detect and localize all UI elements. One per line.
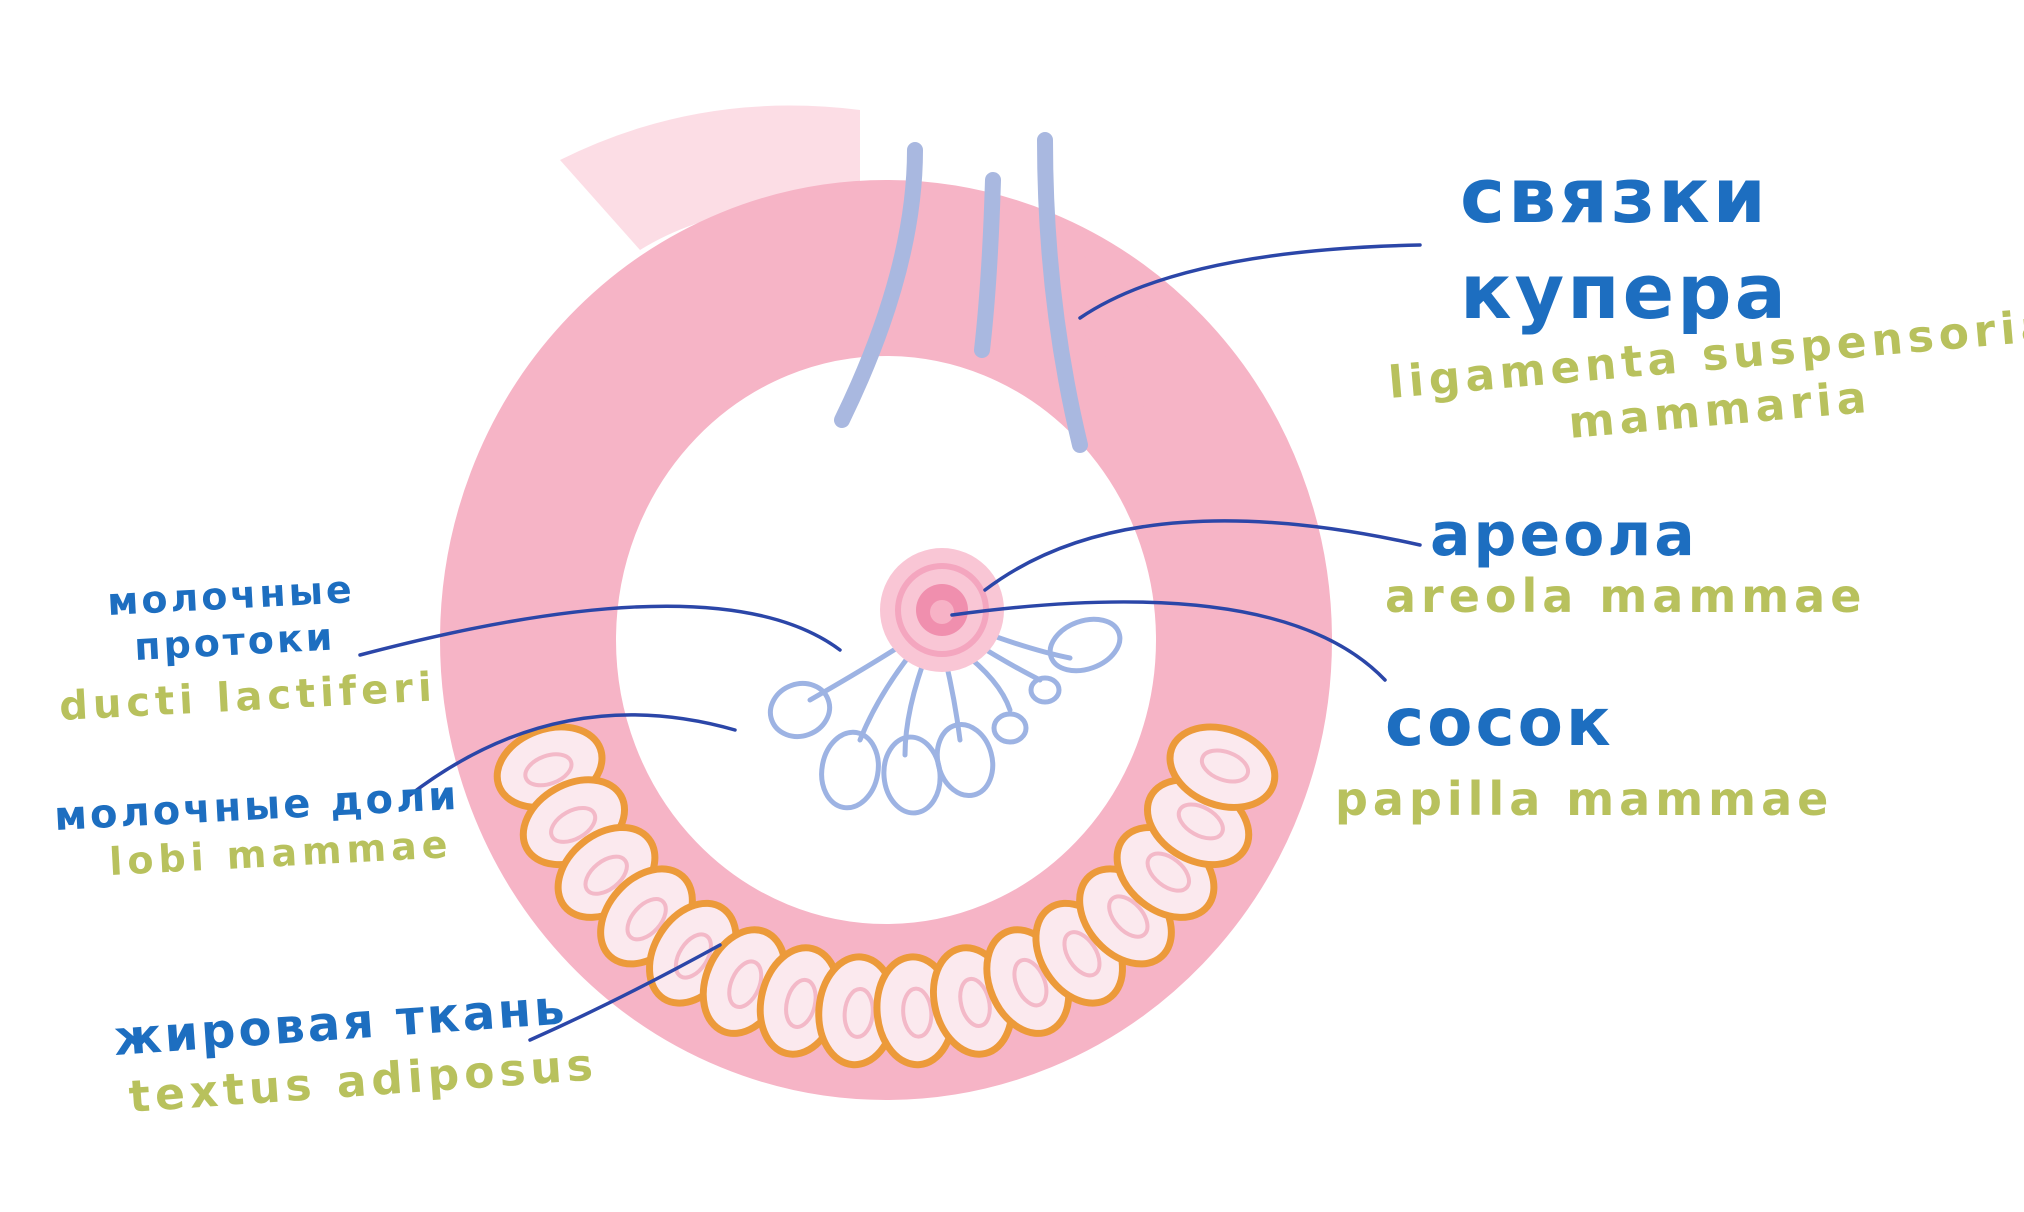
leader-nipple [950,600,1387,682]
label-areola-ru: ареола [1430,500,1698,570]
leader-lobes [408,713,737,797]
cooper-ligaments [834,132,1088,453]
lobule-4 [934,722,996,798]
fat-lobule-core [673,932,713,980]
fat-lobule-core [1012,957,1049,1008]
label-areola-lat: areola mammae [1385,569,1866,623]
label-nipple-ru: сосок [1385,684,1614,761]
label-ducts-lat: ducti lactiferi [58,664,438,730]
fat-lobule-core [1145,851,1191,893]
fat-lobule-core [549,805,598,844]
fat-lobule-core [784,977,818,1029]
areola-nipple [880,548,1004,672]
ligament-left [834,142,923,428]
fat-lobule-core [842,987,875,1039]
fat-lobule-core [625,897,668,942]
label-ducts-ru-2: протоки [133,615,336,669]
nipple-center [930,600,954,624]
fat-lobule-core [1062,930,1102,978]
fat-tissue [493,723,1279,1069]
fat-lobule-outline [1166,723,1279,811]
ligament-middle [974,172,1001,358]
lobule-5 [991,711,1029,745]
leader-cooper [1078,243,1422,320]
fat-lobule-core [727,959,764,1009]
leader-lines [358,243,1422,1042]
fat-lobule-core [958,976,992,1028]
ring-light-top [560,105,860,250]
fat-lobule [1166,723,1279,811]
fat-lobule-core [583,854,629,896]
fat-lobule-core [1176,802,1225,841]
lobule-7 [1028,675,1062,705]
leader-fat [528,943,722,1042]
fat-lobule-core [523,752,574,788]
fat-lobule-core [1199,748,1251,784]
lobule-2 [819,729,881,811]
fat-lobule-core [901,986,934,1039]
leader-areola [983,519,1422,592]
ligament-right [1037,132,1088,453]
label-cooper-ru-1: связки [1460,151,1769,240]
lobule-1 [767,681,833,739]
ring-right-brush [1040,245,1230,460]
leader-ducts [358,604,842,657]
label-nipple-lat: papilla mammae [1335,772,1833,826]
lobule-3 [881,734,943,816]
fat-lobule-core [1107,894,1150,939]
lobule-6 [1047,616,1123,674]
label-cooper-ru-2: купера [1460,247,1789,336]
